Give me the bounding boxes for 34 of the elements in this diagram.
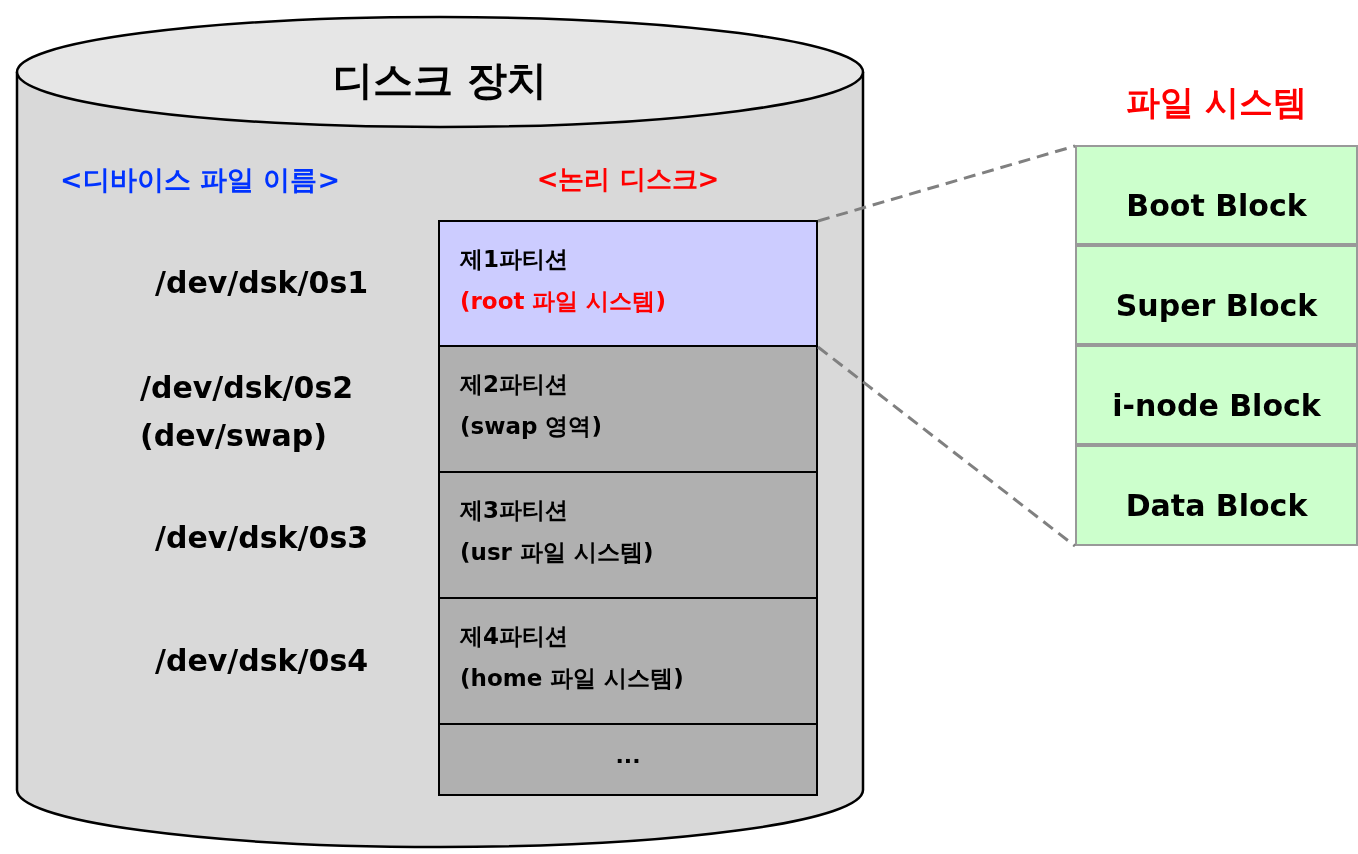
- device-path: /dev/dsk/0s2: [140, 370, 354, 405]
- partition-label: 제3파티션: [460, 496, 568, 525]
- block-row: [1075, 145, 1358, 245]
- partition-label: 제2파티션: [460, 370, 568, 399]
- partition-description: (usr 파일 시스템): [460, 538, 654, 567]
- partition-row: [438, 471, 818, 599]
- partition-row: [438, 345, 818, 473]
- device-path: (dev/swap): [140, 418, 328, 453]
- column-heading: <디바이스 파일 이름>: [60, 163, 341, 197]
- partition-label: 제1파티션: [460, 245, 568, 274]
- partition-row: [438, 723, 818, 796]
- partition-description: (root 파일 시스템): [460, 287, 666, 316]
- dashed-connector: [817, 345, 1076, 548]
- partition-row: [438, 597, 818, 725]
- block-row: [1075, 345, 1358, 445]
- device-path: /dev/dsk/0s1: [155, 265, 369, 300]
- partition-label: ...: [614, 743, 642, 768]
- column-heading: <논리 디스크>: [535, 163, 721, 196]
- partition-description: (swap 영역): [460, 412, 602, 441]
- partition-row: [438, 220, 818, 347]
- block-label: Boot Block: [1125, 191, 1308, 221]
- block-row: [1075, 445, 1358, 546]
- block-label: Super Block: [1114, 291, 1319, 321]
- disk-cylinder: [15, 15, 865, 850]
- block-label: Data Block: [1124, 491, 1309, 521]
- dashed-connector: [817, 144, 1076, 223]
- device-path: /dev/dsk/0s4: [155, 643, 369, 678]
- block-row: [1075, 245, 1358, 345]
- partition-description: (home 파일 시스템): [460, 664, 684, 693]
- block-label: i-node Block: [1111, 391, 1322, 421]
- device-path: /dev/dsk/0s3: [155, 520, 369, 555]
- table-heading: 파일 시스템: [1124, 81, 1309, 124]
- partition-label: 제4파티션: [460, 622, 568, 651]
- disk-title: 디스크 장치: [332, 56, 548, 105]
